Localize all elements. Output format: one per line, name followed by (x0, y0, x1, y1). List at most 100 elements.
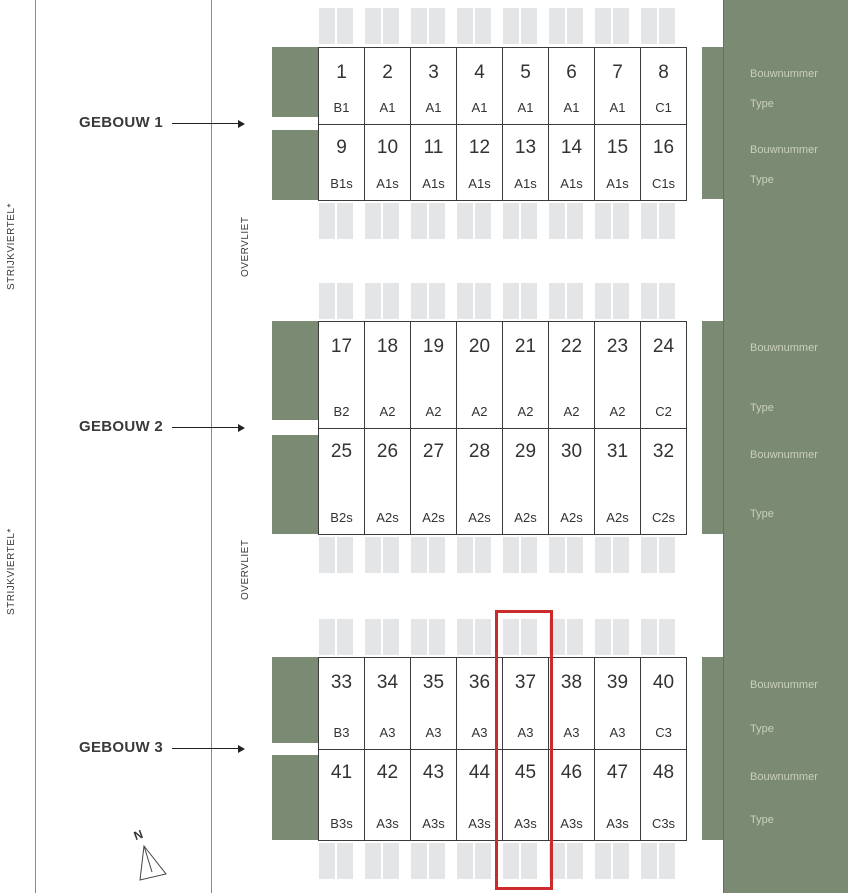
unit-type: B3 (333, 725, 350, 740)
parking-bay-1-top-3a (457, 283, 473, 319)
legend-type-label: Type (750, 402, 774, 414)
street-label-overvliet-2: OVERVLIET (240, 539, 251, 600)
parking-bay-2-bottom-1b (383, 843, 399, 879)
unit-type: C2s (651, 510, 676, 525)
unit-type: A1s (514, 176, 537, 191)
unit-type: B1s (330, 176, 353, 191)
parking-bay-1-bottom-0a (319, 537, 335, 573)
unit-type: A2 (425, 404, 442, 419)
unit-type: A3 (563, 725, 580, 740)
legend-bouwnummer-label: Bouwnummer (750, 144, 818, 156)
unit-type: B2s (330, 510, 353, 525)
parking-bay-2-bottom-2b (429, 843, 445, 879)
street-label-overvliet-1: OVERVLIET (240, 216, 251, 277)
street-line-middle (211, 0, 212, 893)
parking-bay-1-top-2a (411, 283, 427, 319)
parking-bay-2-bottom-3a (457, 843, 473, 879)
building-arrow-head-2 (238, 423, 245, 432)
unit-number: 2 (382, 62, 393, 83)
legend-type-label: Type (750, 98, 774, 110)
parking-bay-2-bottom-0b (337, 843, 353, 879)
garden-left-2-1 (272, 755, 318, 840)
unit-number: 14 (560, 137, 583, 158)
unit-type: A1 (471, 100, 488, 115)
unit-type: A3 (609, 725, 626, 740)
parking-bay-1-bottom-2b (429, 537, 445, 573)
unit-type: A2 (609, 404, 626, 419)
unit-type: A1s (606, 176, 629, 191)
parking-bay-0-bottom-7b (659, 203, 675, 239)
parking-bay-2-bottom-1a (365, 843, 381, 879)
unit-type: A3 (517, 725, 534, 740)
building-arrow-head-3 (238, 744, 245, 753)
unit-number: 5 (520, 62, 531, 83)
unit-type: A3s (422, 816, 445, 831)
unit-type: C3s (651, 816, 676, 831)
unit-number: 12 (468, 137, 491, 158)
legend-bouwnummer-label: Bouwnummer (750, 68, 818, 80)
legend-type-label: Type (750, 174, 774, 186)
unit-type: A1s (376, 176, 399, 191)
parking-bay-0-bottom-0b (337, 203, 353, 239)
parking-bay-0-top-4b (521, 8, 537, 44)
unit-type: B1 (333, 100, 350, 115)
parking-bay-0-bottom-6a (595, 203, 611, 239)
parking-bay-0-top-5a (549, 8, 565, 44)
unit-type: C3 (655, 725, 672, 740)
garden-left-1-0 (272, 321, 318, 420)
parking-bay-0-top-0a (319, 8, 335, 44)
legend-bouwnummer-label: Bouwnummer (750, 449, 818, 461)
building-label-3: GEBOUW 3 (79, 739, 164, 756)
unit-type: A3s (606, 816, 629, 831)
garden-left-0-1 (272, 130, 318, 200)
parking-bay-1-bottom-7b (659, 537, 675, 573)
parking-bay-2-bottom-6b (613, 843, 629, 879)
garden-right-2-0 (702, 657, 723, 840)
unit-type: A2 (471, 404, 488, 419)
parking-bay-1-top-1b (383, 283, 399, 319)
unit-type: A3 (471, 725, 488, 740)
parking-bay-0-bottom-3a (457, 203, 473, 239)
unit-number: 39 (606, 672, 629, 693)
unit-number: 37 (514, 672, 537, 693)
parking-bay-0-top-1a (365, 8, 381, 44)
unit-number: 7 (612, 62, 623, 83)
unit-type: A2 (517, 404, 534, 419)
unit-type: A3 (425, 725, 442, 740)
building-label-2: GEBOUW 2 (79, 418, 164, 435)
parking-bay-1-bottom-2a (411, 537, 427, 573)
unit-type: B2 (333, 404, 350, 419)
unit-type: C1s (651, 176, 676, 191)
building-arrow-line-1 (172, 123, 238, 124)
parking-bay-2-bottom-2a (411, 843, 427, 879)
unit-type: A3 (379, 725, 396, 740)
legend-bouwnummer-label: Bouwnummer (750, 679, 818, 691)
parking-bay-2-top-5a (549, 619, 565, 655)
parking-bay-0-top-4a (503, 8, 519, 44)
unit-number: 46 (560, 762, 583, 783)
unit-number: 18 (376, 336, 399, 357)
parking-bay-2-bottom-0a (319, 843, 335, 879)
parking-bay-1-top-6a (595, 283, 611, 319)
unit-type: B3s (330, 816, 353, 831)
parking-bay-2-top-4a (503, 619, 519, 655)
unit-type: C1 (655, 100, 672, 115)
street-line-left (35, 0, 36, 893)
parking-bay-1-bottom-6a (595, 537, 611, 573)
parking-bay-2-top-2b (429, 619, 445, 655)
parking-bay-1-top-0b (337, 283, 353, 319)
garden-left-2-0 (272, 657, 318, 743)
